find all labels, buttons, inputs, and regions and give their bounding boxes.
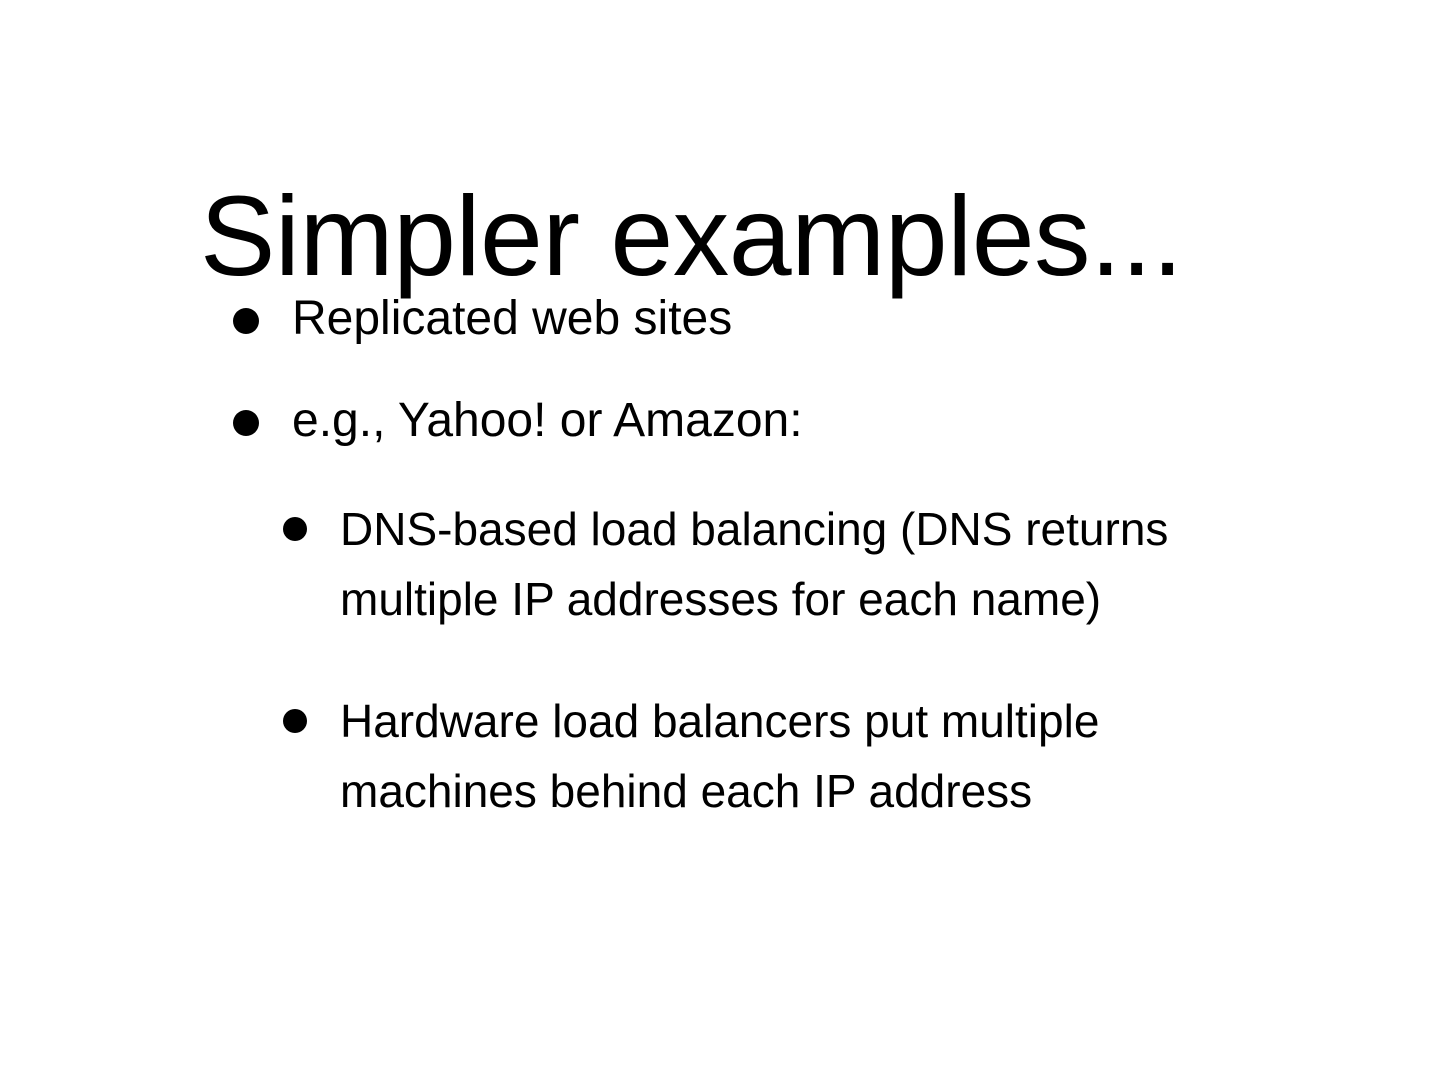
bullet-dot-icon [233,308,259,334]
bullet-item-level2: DNS-based load balancing (DNS returns mu… [270,494,1230,634]
slide-body: Replicated web sites e.g., Yahoo! or Ama… [220,290,1280,826]
sub-bullet-list: DNS-based load balancing (DNS returns mu… [220,494,1280,826]
bullet-text: Replicated web sites [292,292,733,345]
bullet-text: e.g., Yahoo! or Amazon: [292,394,803,447]
bullet-dot-icon [283,517,307,541]
bullet-dot-icon [283,709,307,733]
bullet-text: Hardware load balancers put multiple mac… [340,695,1100,817]
bullet-item-level1: Replicated web sites [220,290,1280,348]
bullet-text: DNS-based load balancing (DNS returns mu… [340,503,1169,625]
slide-title: Simpler examples... [200,172,1183,299]
bullet-dot-icon [233,410,259,436]
bullet-item-level2: Hardware load balancers put multiple mac… [270,686,1230,826]
bullet-item-level1: e.g., Yahoo! or Amazon: [220,392,1280,450]
